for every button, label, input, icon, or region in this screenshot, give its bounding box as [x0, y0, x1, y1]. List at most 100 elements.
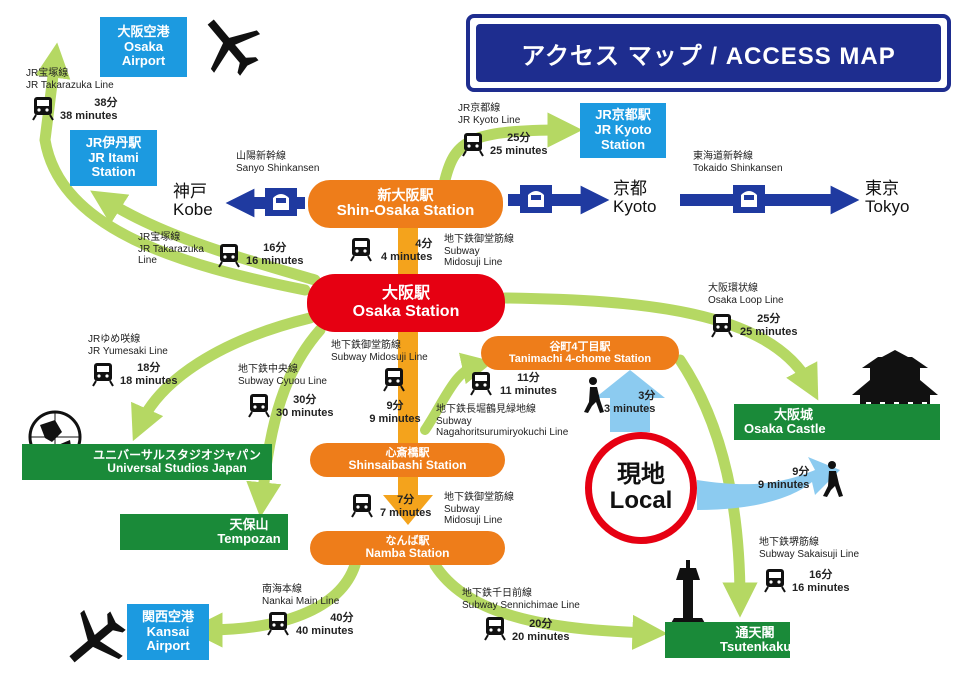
- route-sennichimae: [429, 559, 668, 651]
- route-sennichimae-line-en: Subway Sennichimae Line: [462, 599, 580, 611]
- current-location-marker[interactable]: 現地 Local: [585, 432, 697, 544]
- dest-usj-jp: ユニバーサルスタジオジャパン: [93, 447, 261, 462]
- route-yumesaki-line-en: JR Yumesaki Line: [88, 345, 168, 357]
- city-tokyo-en: Tokyo: [865, 196, 910, 216]
- dest-jr-itami-en1: JR Itami: [88, 149, 139, 165]
- label-tokaido-jp: 東海道新幹線: [693, 151, 753, 162]
- local-jp: 現地: [617, 460, 665, 488]
- label-sanyo-jp: 山陽新幹線: [236, 151, 286, 162]
- label-tokaido-en: Tokaido Shinkansen: [693, 162, 783, 174]
- station-shinsaibashi[interactable]: 心斎橋駅 Shinsaibashi Station: [310, 443, 505, 477]
- route-sakaisuji-line-jp: 地下鉄堺筋線: [759, 537, 819, 548]
- route-osaka-shinsaibashi-time-jp: 9分: [386, 400, 404, 412]
- route-sennichimae-time-en: 20 minutes: [512, 630, 570, 643]
- route-airport-line-jp: JR宝塚線: [26, 68, 69, 79]
- dest-jr-itami-en2: Station: [91, 164, 136, 180]
- train-icon: [32, 97, 54, 121]
- route-sennichimae-line: 地下鉄千日前線 Subway Sennichimae Line: [462, 588, 580, 611]
- station-namba[interactable]: なんば駅 Namba Station: [310, 531, 505, 565]
- dest-usj[interactable]: ユニバーサルスタジオジャパン Universal Studios Japan: [22, 444, 272, 480]
- station-shin-osaka[interactable]: 新大阪駅 Shin-Osaka Station: [308, 180, 503, 228]
- route-nagahori-time: 11分 11 minutes: [500, 372, 557, 397]
- dest-usj-en: Universal Studios Japan: [107, 461, 247, 475]
- walk-tanimachi-time-en: 3 minutes: [604, 402, 656, 415]
- dest-tempozan-jp: 天保山: [229, 516, 269, 532]
- route-shin-to-osaka-time: 4分 4 minutes: [381, 238, 432, 263]
- midosuji-arrow: [383, 495, 433, 525]
- route-airport-line-en: JR Takarazuka Line: [26, 79, 114, 91]
- route-shinsaibashi-namba-time-en: 7 minutes: [380, 506, 432, 519]
- route-yumesaki-time: 18分 18 minutes: [120, 362, 177, 387]
- route-sennichimae-time: 20分 20 minutes: [512, 618, 569, 643]
- route-shinsaibashi-namba-line-en1: Subway: [444, 503, 480, 515]
- route-yumesaki-line: JRゆめ咲線 JR Yumesaki Line: [88, 334, 168, 357]
- dest-osaka-airport[interactable]: 大阪空港 Osaka Airport: [100, 17, 187, 77]
- route-chuo-time: 30分 30 minutes: [276, 394, 333, 419]
- route-sakaisuji-time-jp: 16分: [809, 569, 833, 581]
- dest-osaka-airport-jp: 大阪空港: [117, 23, 170, 39]
- walk-arrow-tanimachi: [595, 370, 665, 432]
- label-tokaido: 東海道新幹線 Tokaido Shinkansen: [693, 151, 783, 174]
- route-nankai-time-jp: 40分: [330, 612, 354, 624]
- route-chuo-time-en: 30 minutes: [276, 406, 334, 419]
- route-itami-line: JR宝塚線 JR Takarazuka Line: [138, 232, 204, 267]
- route-osaka-shinsaibashi-line-en: Subway Midosuji Line: [331, 351, 428, 363]
- route-sakaisuji-line: 地下鉄堺筋線 Subway Sakaisuji Line: [759, 537, 859, 560]
- route-airport-time-jp: 38分: [94, 97, 118, 109]
- shinkansen-icon: [265, 188, 297, 216]
- dest-tempozan[interactable]: 天保山 Tempozan: [120, 514, 288, 550]
- station-shin-osaka-jp: 新大阪駅: [377, 187, 434, 204]
- city-tokyo-jp: 東京: [865, 179, 899, 198]
- route-airport: [35, 42, 311, 296]
- route-loop: [499, 292, 819, 401]
- dest-osaka-castle[interactable]: 大阪城 Osaka Castle: [734, 404, 940, 440]
- route-nagahori-line-en2: Nagahoritsurumiryokuchi Line: [436, 427, 569, 438]
- route-nankai: [187, 559, 361, 648]
- walking-person-icon: [823, 461, 843, 497]
- walk-tanimachi-time: 3分 3 minutes: [604, 390, 655, 415]
- airplane-icon: [207, 19, 261, 76]
- route-nagahori-line: 地下鉄長堀鶴見緑地線 Subway Nagahoritsurumiryokuch…: [436, 404, 568, 439]
- route-shinsaibashi-namba-line: 地下鉄御堂筋線 Subway Midosuji Line: [444, 492, 514, 527]
- route-shinsaibashi-namba-line-jp: 地下鉄御堂筋線: [444, 492, 514, 503]
- station-namba-en: Namba Station: [365, 546, 450, 561]
- walk-tanimachi-time-jp: 3分: [638, 390, 656, 402]
- route-sakaisuji: [674, 354, 758, 618]
- route-itami-time: 16分 16 minutes: [246, 242, 303, 267]
- route-itami: [90, 190, 321, 286]
- route-kyoto-line: JR京都線 JR Kyoto Line: [458, 103, 520, 126]
- route-loop-time: 25分 25 minutes: [740, 313, 797, 338]
- route-sakaisuji-time: 16分 16 minutes: [792, 569, 849, 594]
- station-shin-osaka-en: Shin-Osaka Station: [336, 202, 475, 220]
- station-tanimachi-jp: 谷町4丁目駅: [549, 340, 611, 353]
- station-osaka-en: Osaka Station: [352, 303, 460, 320]
- dest-kansai-airport[interactable]: 関西空港 Kansai Airport: [127, 604, 209, 660]
- route-yumesaki: [131, 312, 316, 442]
- dest-jr-kyoto-en2: Station: [600, 136, 646, 152]
- route-loop-line: 大阪環状線 Osaka Loop Line: [708, 283, 784, 306]
- station-tanimachi[interactable]: 谷町4丁目駅 Tanimachi 4-chome Station: [481, 336, 679, 370]
- midosuji-trunk-1: [398, 225, 418, 280]
- walking-person-icon: [584, 377, 604, 413]
- dest-kansai-airport-en1: Kansai: [146, 623, 190, 639]
- route-shinsaibashi-namba-time: 7分 7 minutes: [380, 494, 431, 519]
- dest-jr-kyoto-jp: JR京都駅: [595, 107, 651, 123]
- dest-jr-kyoto[interactable]: JR京都駅 JR Kyoto Station: [580, 103, 666, 158]
- route-shin-to-osaka-line-en2: Midosuji Line: [444, 257, 503, 268]
- train-icon: [267, 612, 289, 636]
- train-icon: [462, 133, 484, 157]
- dest-tsutenkaku-jp: 通天閣: [735, 624, 775, 640]
- route-yumesaki-time-en: 18 minutes: [120, 374, 178, 387]
- route-sakaisuji-line-en: Subway Sakaisuji Line: [759, 548, 860, 560]
- dest-jr-itami[interactable]: JR伊丹駅 JR Itami Station: [70, 130, 157, 186]
- label-sanyo-en: Sanyo Shinkansen: [236, 162, 320, 174]
- route-shinsaibashi-namba-line-en2: Midosuji Line: [444, 515, 503, 526]
- city-kobe-en: Kobe: [173, 199, 213, 219]
- dest-tsutenkaku[interactable]: 通天閣 Tsutenkaku: [665, 622, 791, 658]
- route-osaka-shinsaibashi-line: 地下鉄御堂筋線 Subway Midosuji Line: [331, 340, 428, 363]
- dest-osaka-castle-en: Osaka Castle: [744, 421, 826, 436]
- station-osaka[interactable]: 大阪駅 Osaka Station: [307, 274, 505, 332]
- route-itami-time-jp: 16分: [263, 242, 287, 254]
- route-shin-to-osaka-time-jp: 4分: [415, 238, 433, 250]
- route-itami-line-en2: Line: [138, 255, 157, 266]
